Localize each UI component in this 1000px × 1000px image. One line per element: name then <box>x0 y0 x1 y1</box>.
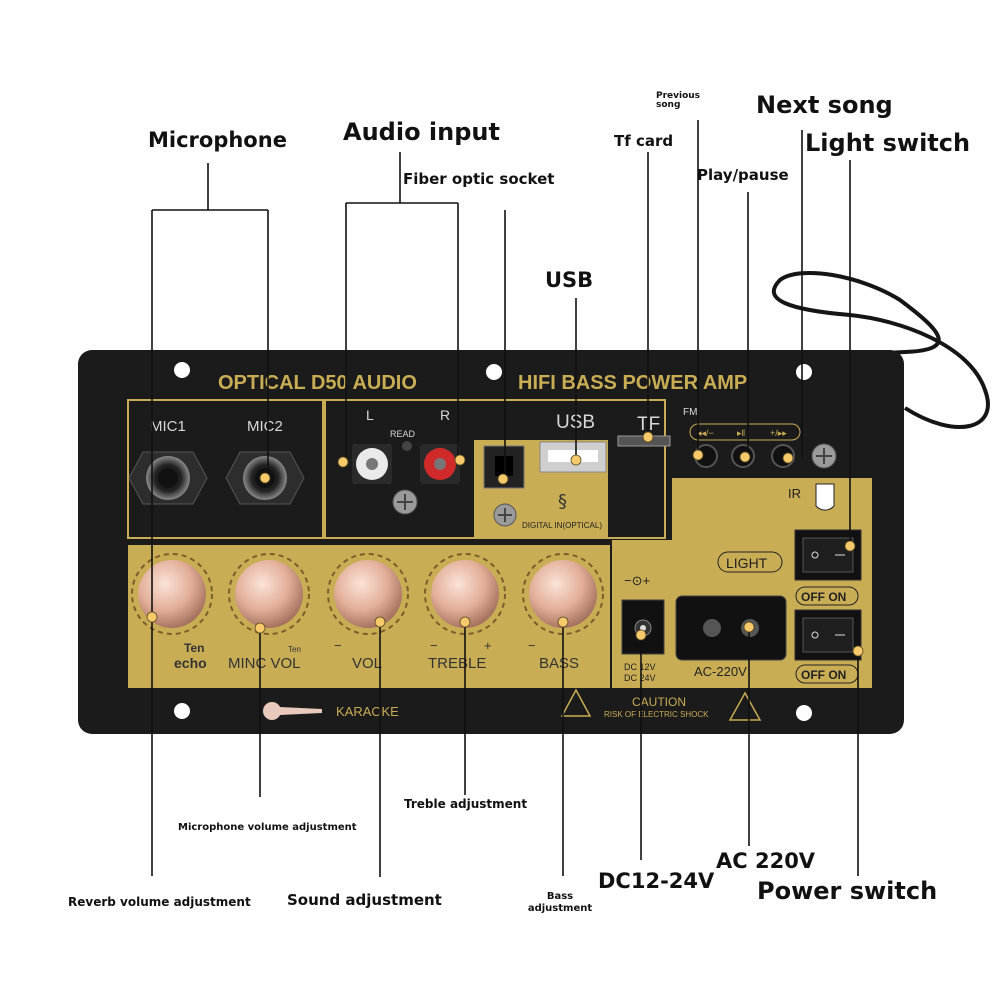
ac-label: AC-220V <box>694 664 747 679</box>
warning-icon <box>560 688 592 717</box>
rca-right-red[interactable] <box>420 444 460 484</box>
rca-l-label: L <box>366 407 374 423</box>
rca-r-label: R <box>440 407 450 423</box>
leader-dots <box>146 431 864 657</box>
light-rocker-switch[interactable] <box>794 529 862 581</box>
mount-hole <box>486 364 502 380</box>
callout-dc-input: DC12-24V <box>598 869 715 893</box>
echo-ten-label: Ten <box>184 641 204 655</box>
off-on-frame <box>795 586 859 606</box>
callout-microphone: Microphone <box>148 128 287 152</box>
callout-treble-adjustment: Treble adjustment <box>404 797 528 811</box>
power-rocker-switch[interactable] <box>794 609 862 661</box>
callout-fiber-optic: Fiber optic socket <box>403 170 555 188</box>
brand-left: OPTICAL D50 AUDIO <box>218 372 417 394</box>
callout-mic-volume-adjustment: Microphone volume adjustment <box>178 822 357 833</box>
mic1-label: MIC1 <box>150 418 186 435</box>
dc-jack[interactable] <box>621 599 665 655</box>
input-section-frame <box>324 399 666 539</box>
usb-port[interactable] <box>539 441 607 473</box>
caution-label: CAUTION <box>632 695 686 709</box>
volume-knob[interactable] <box>327 553 409 635</box>
light-label: LIGHT <box>726 555 768 571</box>
read-label: READ <box>390 429 416 439</box>
play-button-label: ▸‖ <box>737 428 745 438</box>
dc-24v-label: DC 24V <box>624 673 656 683</box>
warning-icon <box>728 691 762 721</box>
mount-hole <box>174 362 190 378</box>
callout-tf-card: Tf card <box>614 132 674 150</box>
karaoke-mic-icon <box>263 702 322 720</box>
callout-audio-input: Audio input <box>343 118 500 146</box>
treble-plus: + <box>484 638 492 653</box>
dc-12v-label: DC 12V <box>624 662 656 672</box>
mic1-jack[interactable] <box>128 451 208 505</box>
callout-usb: USB <box>545 268 594 292</box>
brand-right: HIFI BASS POWER AMP <box>518 372 747 394</box>
ir-sensor-icon <box>815 483 835 511</box>
callout-next-song: Next song <box>756 91 893 119</box>
mic-ten-label: Ten <box>288 645 301 654</box>
button-label-strip <box>689 423 801 441</box>
leader-lines <box>151 120 859 877</box>
treble-label: TREBLE <box>428 655 486 672</box>
prev-button-label: ◂◂/− <box>697 428 714 438</box>
vol-minus: − <box>334 638 342 653</box>
bass-minus: − <box>528 638 536 653</box>
minc-vol-label: MINC VOL <box>228 655 301 672</box>
off-on-label-2: OFF ON <box>801 668 846 682</box>
treble-knob[interactable] <box>424 553 506 635</box>
echo-label: echo <box>174 655 207 671</box>
screw-icon <box>493 503 517 527</box>
off-on-label-1: OFF ON <box>801 590 846 604</box>
callout-previous-song: Previous song <box>656 91 701 111</box>
bass-knob[interactable] <box>522 553 604 635</box>
callout-light-switch: Light switch <box>805 129 971 157</box>
mic2-label: MIC2 <box>247 418 283 435</box>
karaoke-label: KARAOKE <box>336 704 399 719</box>
risk-label: RISK OF ELECTRIC SHOCK <box>604 710 709 719</box>
callout-play-pause: Play/pause <box>697 166 789 184</box>
rca-left-white[interactable] <box>352 444 392 484</box>
light-label-frame <box>717 551 783 573</box>
bass-label: BASS <box>539 655 579 672</box>
mount-hole <box>174 703 190 719</box>
callout-ac-input: AC 220V <box>716 849 816 873</box>
echo-knob[interactable] <box>131 553 213 635</box>
mic-volume-knob[interactable] <box>228 553 310 635</box>
screw-icon <box>811 443 837 469</box>
fm-label: FM <box>683 407 697 418</box>
next-button-label: +/▸▸ <box>770 428 787 438</box>
ir-label: IR <box>788 486 801 501</box>
digital-in-label: DIGITAL IN(OPTICAL) <box>522 521 602 530</box>
screw-icon <box>392 489 418 515</box>
callout-bass-adjustment: Bass adjustment <box>527 891 593 914</box>
callout-power-switch: Power switch <box>757 877 938 905</box>
vol-label: VOL <box>352 655 382 672</box>
optical-logo-icon: § <box>558 491 567 512</box>
mic-section-frame <box>127 399 324 539</box>
treble-minus: − <box>430 638 438 653</box>
ac-socket[interactable] <box>675 595 787 661</box>
read-led <box>402 441 412 451</box>
callout-sound-adjustment: Sound adjustment <box>287 891 442 909</box>
mount-hole <box>796 705 812 721</box>
dc-polarity-icon: −⊙+ <box>624 573 650 588</box>
mount-hole <box>796 364 812 380</box>
callout-reverb-volume: Reverb volume adjustment <box>68 895 251 909</box>
